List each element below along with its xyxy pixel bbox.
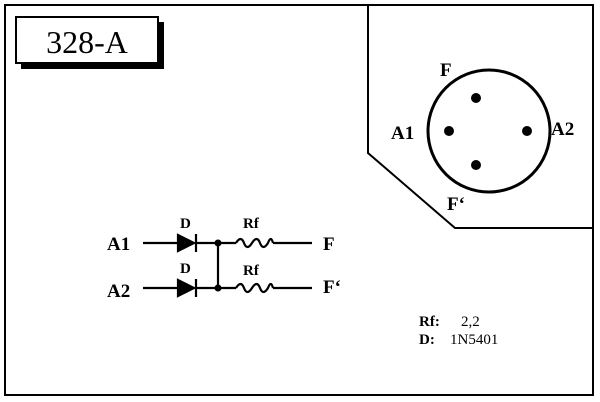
legend-d-value: 1N5401	[450, 332, 498, 348]
diode-label-2: D	[180, 261, 191, 277]
legend-rf-label: Rf:	[419, 314, 440, 330]
resistor-label-1: Rf	[243, 216, 260, 232]
component-legend: Rf: 2,2 D: 1N5401	[419, 314, 498, 348]
pin-dot-a1	[444, 126, 454, 136]
schematic	[143, 233, 312, 298]
legend-rf-value: 2,2	[461, 314, 480, 330]
junction-dot-1	[214, 239, 222, 247]
pin-label-f-prime: F‘	[447, 194, 465, 215]
pin-dot-f	[471, 93, 481, 103]
resistor-coil-1	[235, 237, 275, 249]
connector-circle	[426, 68, 552, 194]
pin-label-a1: A1	[391, 123, 414, 144]
resistor-label-2: Rf	[243, 263, 260, 279]
diode-label-1: D	[180, 216, 191, 232]
pin-label-a2: A2	[551, 119, 574, 140]
diode-symbol-2	[176, 278, 197, 298]
pin-label-f: F	[440, 60, 452, 81]
resistor-coil-2	[235, 282, 275, 294]
input-label-a1: A1	[107, 234, 130, 255]
diode-symbol-1	[176, 233, 197, 253]
connector-panel-outline	[367, 5, 593, 229]
title-box: 328-A	[15, 16, 164, 69]
input-label-a2: A2	[107, 281, 130, 302]
title-text: 328-A	[46, 24, 128, 60]
pin-dot-f-prime	[471, 160, 481, 170]
legend-d-label: D:	[419, 332, 435, 348]
junction-dot-2	[214, 284, 222, 292]
pin-dot-a2	[522, 126, 532, 136]
output-label-f-prime: F‘	[323, 277, 341, 298]
connector-face: F A1 A2 F‘	[391, 60, 574, 215]
outer-frame	[4, 4, 594, 396]
output-label-f: F	[323, 234, 335, 255]
